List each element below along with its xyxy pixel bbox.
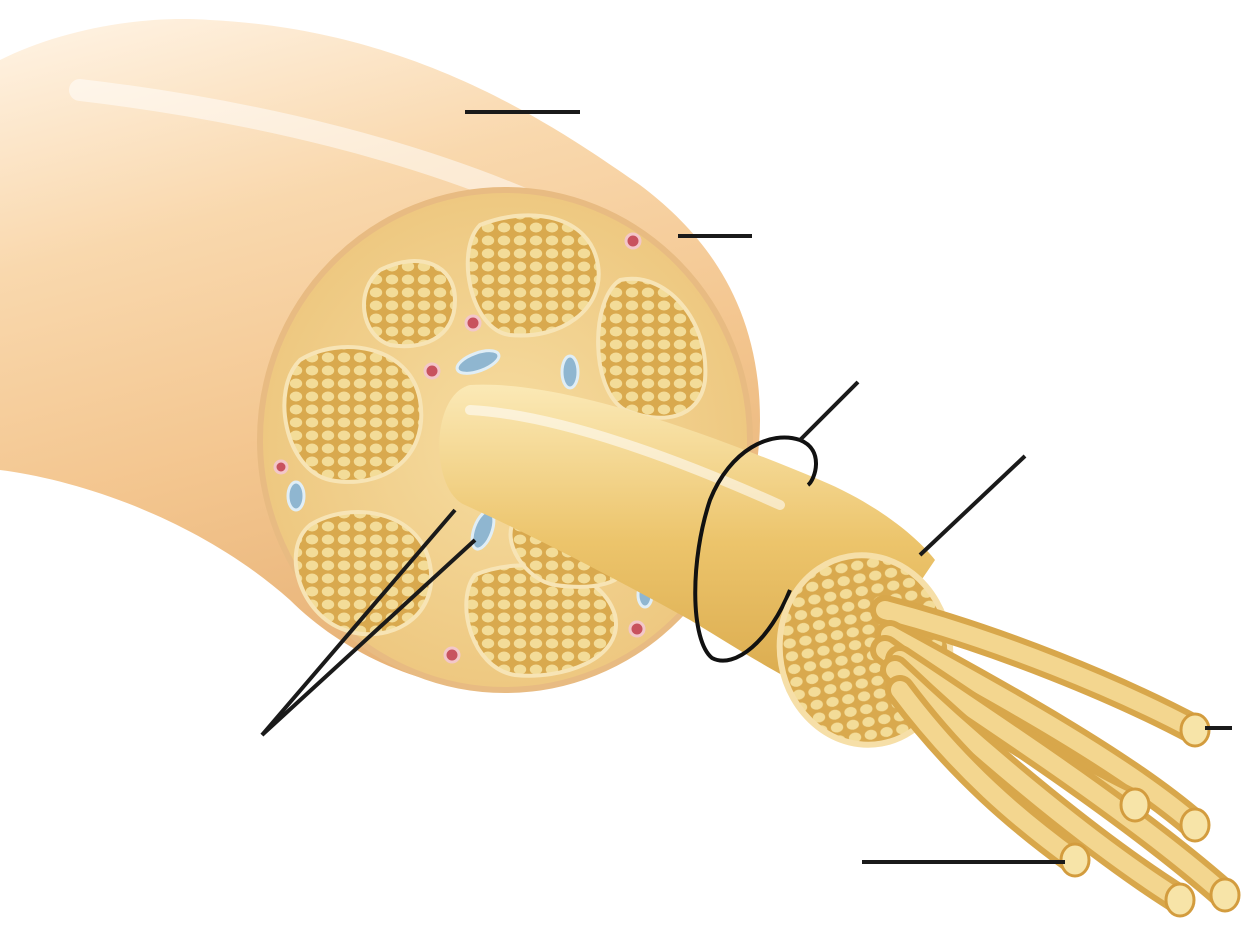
label-blank-endoneurium (1030, 475, 1245, 540)
artery (275, 461, 287, 473)
vein (562, 356, 578, 388)
fiber-end (1166, 884, 1194, 916)
nerve-fiber-group (885, 610, 1239, 916)
fiber-end (1121, 789, 1149, 821)
artery (466, 316, 480, 330)
artery (445, 648, 459, 662)
fascicle (364, 261, 455, 346)
label-blank-nerve-fiber (410, 830, 860, 930)
fascicle (468, 215, 599, 335)
artery (626, 234, 640, 248)
fascicle (284, 347, 421, 482)
leader-line-endoneurium (920, 456, 1025, 555)
leader-line-fascicle (800, 382, 858, 440)
fiber-end (1061, 844, 1089, 876)
artery (425, 364, 439, 378)
label-blank-perineurium (768, 205, 1168, 315)
fiber-end (1181, 809, 1209, 841)
fiber-end (1211, 879, 1239, 911)
artery (630, 622, 644, 636)
vein (288, 482, 304, 510)
fiber-end (1181, 714, 1209, 746)
label-blank-epineurium (590, 70, 830, 140)
